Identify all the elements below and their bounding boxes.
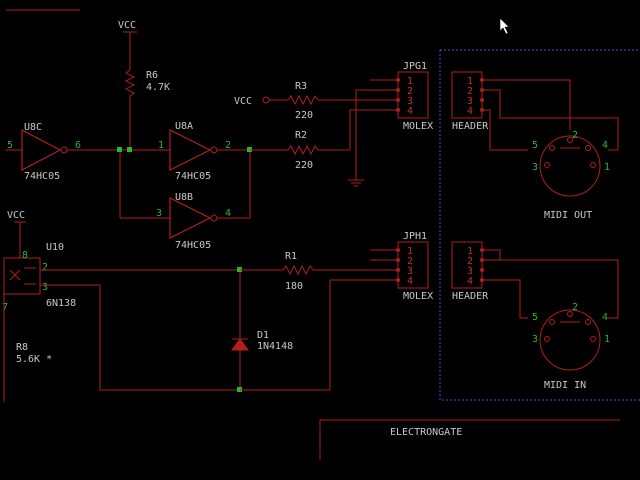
- r1-value: 180: [285, 281, 303, 292]
- connector-jph1: [397, 241, 429, 289]
- d1-part: 1N4148: [257, 341, 293, 352]
- pin-u8c-5: 5: [7, 140, 13, 151]
- title-block: [319, 419, 620, 460]
- title-text: ELECTRONGATE: [390, 427, 462, 438]
- u10-part: 6N138: [46, 298, 76, 309]
- svg-text:4: 4: [467, 106, 473, 117]
- svg-text:2: 2: [467, 256, 473, 267]
- svg-text:8: 8: [22, 250, 28, 261]
- svg-text:3: 3: [467, 96, 473, 107]
- resistor-r6: [124, 69, 136, 97]
- header-top: [451, 71, 483, 119]
- optocoupler-u10: [3, 257, 41, 295]
- inverter-u8a: [169, 129, 212, 171]
- svg-text:1: 1: [407, 246, 413, 257]
- connector-jpg1: [397, 71, 429, 119]
- midi-out-label: MIDI OUT: [544, 210, 592, 221]
- r6-value: 4.7K: [146, 82, 170, 93]
- header-bottom: [451, 241, 483, 289]
- svg-text:2: 2: [42, 262, 48, 273]
- svg-text:3: 3: [467, 266, 473, 277]
- svg-text:3: 3: [42, 282, 48, 293]
- r8-value: 5.6K *: [16, 354, 52, 365]
- svg-text:1: 1: [604, 162, 610, 173]
- u8a-ref: U8A: [175, 121, 193, 132]
- jpg1-molex: MOLEX: [403, 121, 433, 132]
- svg-text:2: 2: [407, 256, 413, 267]
- r2-value: 220: [295, 160, 313, 171]
- svg-text:3: 3: [407, 96, 413, 107]
- vcc-label-u10: VCC: [7, 210, 25, 221]
- r3-value: 220: [295, 110, 313, 121]
- midi-out-connector: [539, 135, 601, 197]
- svg-text:1: 1: [407, 76, 413, 87]
- r2-ref: R2: [295, 130, 307, 141]
- jph1-molex: MOLEX: [403, 291, 433, 302]
- svg-text:4: 4: [407, 276, 413, 287]
- vcc-label-r3: VCC: [234, 96, 252, 107]
- svg-text:2: 2: [467, 86, 473, 97]
- svg-text:3: 3: [532, 334, 538, 345]
- pin-u8a-2: 2: [225, 140, 231, 151]
- pin-u8b-4: 4: [225, 208, 231, 219]
- jpg1-ref: JPG1: [403, 61, 427, 72]
- inverter-u8c: [21, 129, 62, 171]
- u8a-part: 74HC05: [175, 171, 211, 182]
- pin-u8c-6: 6: [75, 140, 81, 151]
- svg-text:1: 1: [604, 334, 610, 345]
- svg-text:7: 7: [2, 302, 8, 313]
- resistor-r3: [287, 94, 319, 106]
- d1-ref: D1: [257, 330, 269, 341]
- r6-ref: R6: [146, 70, 158, 81]
- resistor-r1: [282, 264, 314, 276]
- svg-text:4: 4: [407, 106, 413, 117]
- svg-text:4: 4: [467, 276, 473, 287]
- header-bottom-label: HEADER: [452, 291, 489, 302]
- svg-text:2: 2: [407, 86, 413, 97]
- u8c-part: 74HC05: [24, 171, 60, 182]
- mouse-pointer-icon: [499, 17, 510, 35]
- svg-text:5: 5: [532, 312, 538, 323]
- u10-ref: U10: [46, 242, 64, 253]
- pin-u8b-3: 3: [156, 208, 162, 219]
- header-top-label: HEADER: [452, 121, 489, 132]
- pin-u8a-1: 1: [158, 140, 164, 151]
- u8c-ref: U8C: [24, 122, 42, 133]
- svg-text:3: 3: [407, 266, 413, 277]
- inverter-u8b: [169, 197, 212, 239]
- svg-text:3: 3: [532, 162, 538, 173]
- svg-text:2: 2: [572, 302, 578, 313]
- midi-in-label: MIDI IN: [544, 380, 586, 391]
- resistor-r2: [287, 144, 319, 156]
- diode-d1: [231, 338, 249, 351]
- r1-ref: R1: [285, 251, 297, 262]
- r3-ref: R3: [295, 81, 307, 92]
- jph1-ref: JPH1: [403, 231, 427, 242]
- svg-text:1: 1: [467, 76, 473, 87]
- svg-text:1: 1: [467, 246, 473, 257]
- midi-in-connector: [539, 309, 601, 371]
- r8-ref: R8: [16, 342, 28, 353]
- vcc-label-top: VCC: [118, 20, 136, 31]
- svg-text:5: 5: [532, 140, 538, 151]
- svg-text:4: 4: [602, 140, 608, 151]
- u8b-ref: U8B: [175, 192, 193, 203]
- svg-text:2: 2: [572, 130, 578, 141]
- svg-text:4: 4: [602, 312, 608, 323]
- u8b-part: 74HC05: [175, 240, 211, 251]
